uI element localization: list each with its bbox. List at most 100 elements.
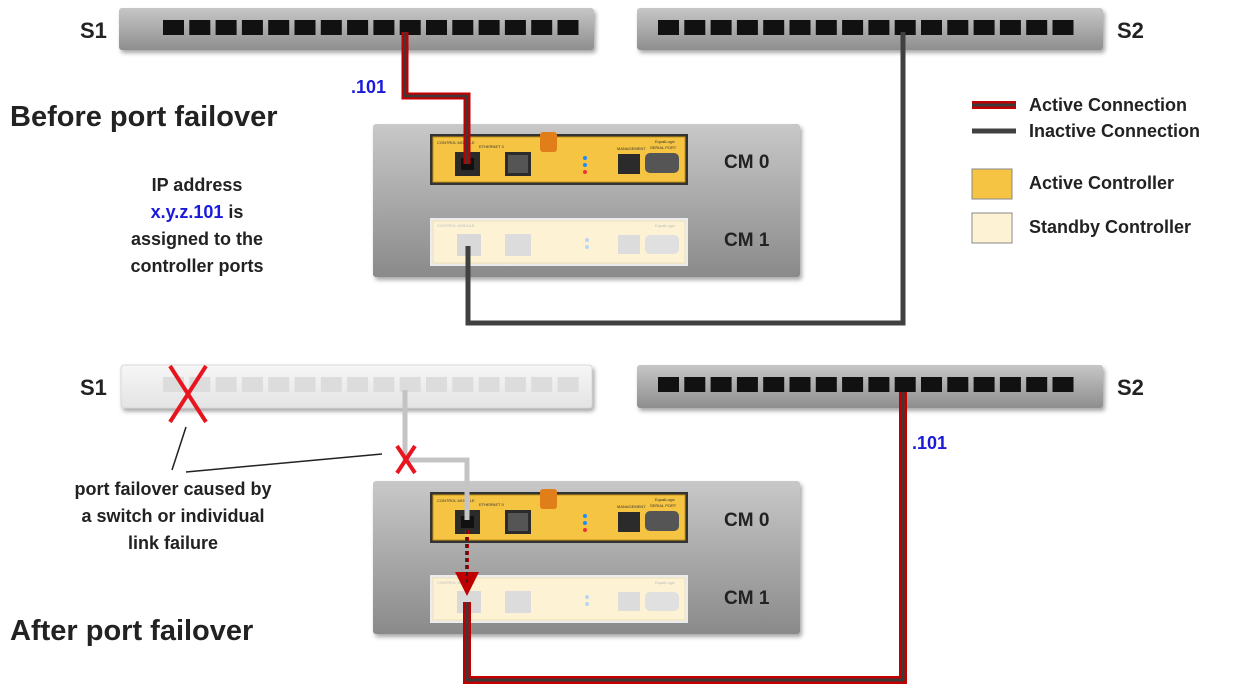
switch-s2-label: S2 bbox=[1117, 18, 1144, 43]
switch-port bbox=[294, 377, 316, 392]
switch-port bbox=[557, 377, 579, 392]
switch-port bbox=[789, 377, 811, 392]
switch-port bbox=[684, 377, 706, 392]
ip-address-value: x.y.z.101 bbox=[151, 202, 224, 222]
svg-text:port failover caused by: port failover caused by bbox=[74, 479, 271, 499]
switch-port bbox=[921, 20, 942, 35]
svg-text:x.y.z.101 is: x.y.z.101 is bbox=[151, 202, 244, 222]
switch-s1-bottom-ports bbox=[163, 377, 579, 392]
switch-s2-top-ports bbox=[658, 20, 1074, 35]
svg-text:EqualLogic: EqualLogic bbox=[655, 497, 675, 502]
switch-port bbox=[999, 377, 1021, 392]
switch-port bbox=[531, 377, 553, 392]
ip-label-bottom: .101 bbox=[912, 433, 947, 453]
switch-port bbox=[452, 377, 474, 392]
switch-port bbox=[658, 20, 679, 35]
svg-text:a switch or individual: a switch or individual bbox=[81, 506, 264, 526]
switch-s1-top-ports bbox=[163, 20, 579, 35]
switch-failure-x-icon bbox=[168, 364, 208, 424]
legend-active-connection: Active Connection bbox=[1029, 95, 1187, 115]
switch-port bbox=[815, 20, 837, 35]
switch-port bbox=[478, 20, 500, 35]
switch-port bbox=[1026, 20, 1048, 35]
before-failover-section: CONTROL MODULE ETHERNET 0 MANAGEMENT SER… bbox=[10, 8, 1144, 326]
latch-icon bbox=[540, 132, 557, 152]
switch-port bbox=[347, 20, 369, 35]
serial-port-icon bbox=[645, 153, 679, 173]
switch-port bbox=[921, 377, 942, 392]
switch-port bbox=[973, 20, 995, 35]
switch-port bbox=[320, 377, 342, 392]
failed-connection-bottom bbox=[402, 390, 470, 520]
cm0-label-bottom: CM 0 bbox=[724, 510, 769, 531]
management-port-icon bbox=[618, 154, 640, 174]
switch-port bbox=[763, 20, 785, 35]
svg-text:MANAGEMENT: MANAGEMENT bbox=[617, 504, 646, 509]
ip-label-top: .101 bbox=[351, 77, 386, 97]
switch-port bbox=[1052, 377, 1074, 392]
switch-s2-label-bottom: S2 bbox=[1117, 375, 1144, 400]
callout-line-switch bbox=[171, 426, 187, 471]
callout-line-link bbox=[185, 453, 383, 473]
switch-port bbox=[426, 20, 447, 35]
ip-note-top: IP address x.y.z.101 is assigned to the … bbox=[130, 175, 263, 276]
switch-s1-label-bottom: S1 bbox=[80, 375, 107, 400]
switch-port bbox=[320, 20, 342, 35]
switch-port bbox=[241, 377, 263, 392]
before-failover-title: Before port failover bbox=[10, 101, 278, 133]
failure-note: port failover caused by a switch or indi… bbox=[74, 479, 271, 553]
switch-port bbox=[868, 377, 890, 392]
switch-port bbox=[531, 20, 553, 35]
switch-port bbox=[268, 20, 290, 35]
switch-port bbox=[842, 20, 864, 35]
switch-port bbox=[763, 377, 785, 392]
switch-port bbox=[504, 20, 526, 35]
svg-text:assigned to the: assigned to the bbox=[131, 229, 263, 249]
switch-port bbox=[426, 377, 447, 392]
switch-port bbox=[736, 20, 758, 35]
switch-port bbox=[868, 20, 890, 35]
switch-port bbox=[373, 20, 395, 35]
legend-standby-controller: Standby Controller bbox=[1029, 217, 1191, 237]
switch-port bbox=[1026, 377, 1048, 392]
brand-label: EqualLogic bbox=[655, 139, 675, 144]
after-failover-section: CONTROL MODULE ETHERNET 0 MANAGEMENT SER… bbox=[10, 364, 1144, 684]
module-label: CONTROL MODULE bbox=[437, 140, 475, 145]
serial-label: SERIAL PORT bbox=[650, 145, 677, 150]
switch-port bbox=[947, 20, 969, 35]
cm1-label-bottom: CM 1 bbox=[724, 588, 770, 609]
svg-text:controller ports: controller ports bbox=[130, 256, 263, 276]
switch-s1-label: S1 bbox=[80, 18, 107, 43]
switch-port bbox=[658, 377, 679, 392]
switch-port bbox=[163, 20, 184, 35]
switch-port bbox=[1052, 20, 1074, 35]
switch-port bbox=[478, 377, 500, 392]
switch-port bbox=[789, 20, 811, 35]
switch-port bbox=[842, 377, 864, 392]
svg-text:SERIAL PORT: SERIAL PORT bbox=[650, 503, 677, 508]
switch-port bbox=[710, 20, 732, 35]
legend-inactive-connection: Inactive Connection bbox=[1029, 121, 1200, 141]
switch-port bbox=[215, 20, 237, 35]
management-label: MANAGEMENT bbox=[617, 146, 646, 151]
inactive-connection-top bbox=[465, 32, 906, 326]
svg-text:IP address: IP address bbox=[152, 175, 243, 195]
switch-port bbox=[894, 377, 916, 392]
switch-port bbox=[684, 20, 706, 35]
svg-text:ETHERNET 0: ETHERNET 0 bbox=[479, 502, 505, 507]
link-failure-x-icon bbox=[395, 444, 417, 475]
switch-port bbox=[347, 377, 369, 392]
switch-port bbox=[189, 20, 211, 35]
switch-port bbox=[894, 20, 916, 35]
switch-port bbox=[557, 20, 579, 35]
svg-text:CONTROL MODULE: CONTROL MODULE bbox=[437, 223, 475, 228]
switch-port bbox=[736, 377, 758, 392]
switch-port bbox=[973, 377, 995, 392]
control-module-1-top: CONTROL MODULE EqualLogic bbox=[430, 218, 688, 266]
after-failover-title: After port failover bbox=[10, 615, 253, 647]
svg-text:EqualLogic: EqualLogic bbox=[655, 580, 675, 585]
switch-port bbox=[452, 20, 474, 35]
switch-port bbox=[710, 377, 732, 392]
cm0-label: CM 0 bbox=[724, 152, 769, 173]
